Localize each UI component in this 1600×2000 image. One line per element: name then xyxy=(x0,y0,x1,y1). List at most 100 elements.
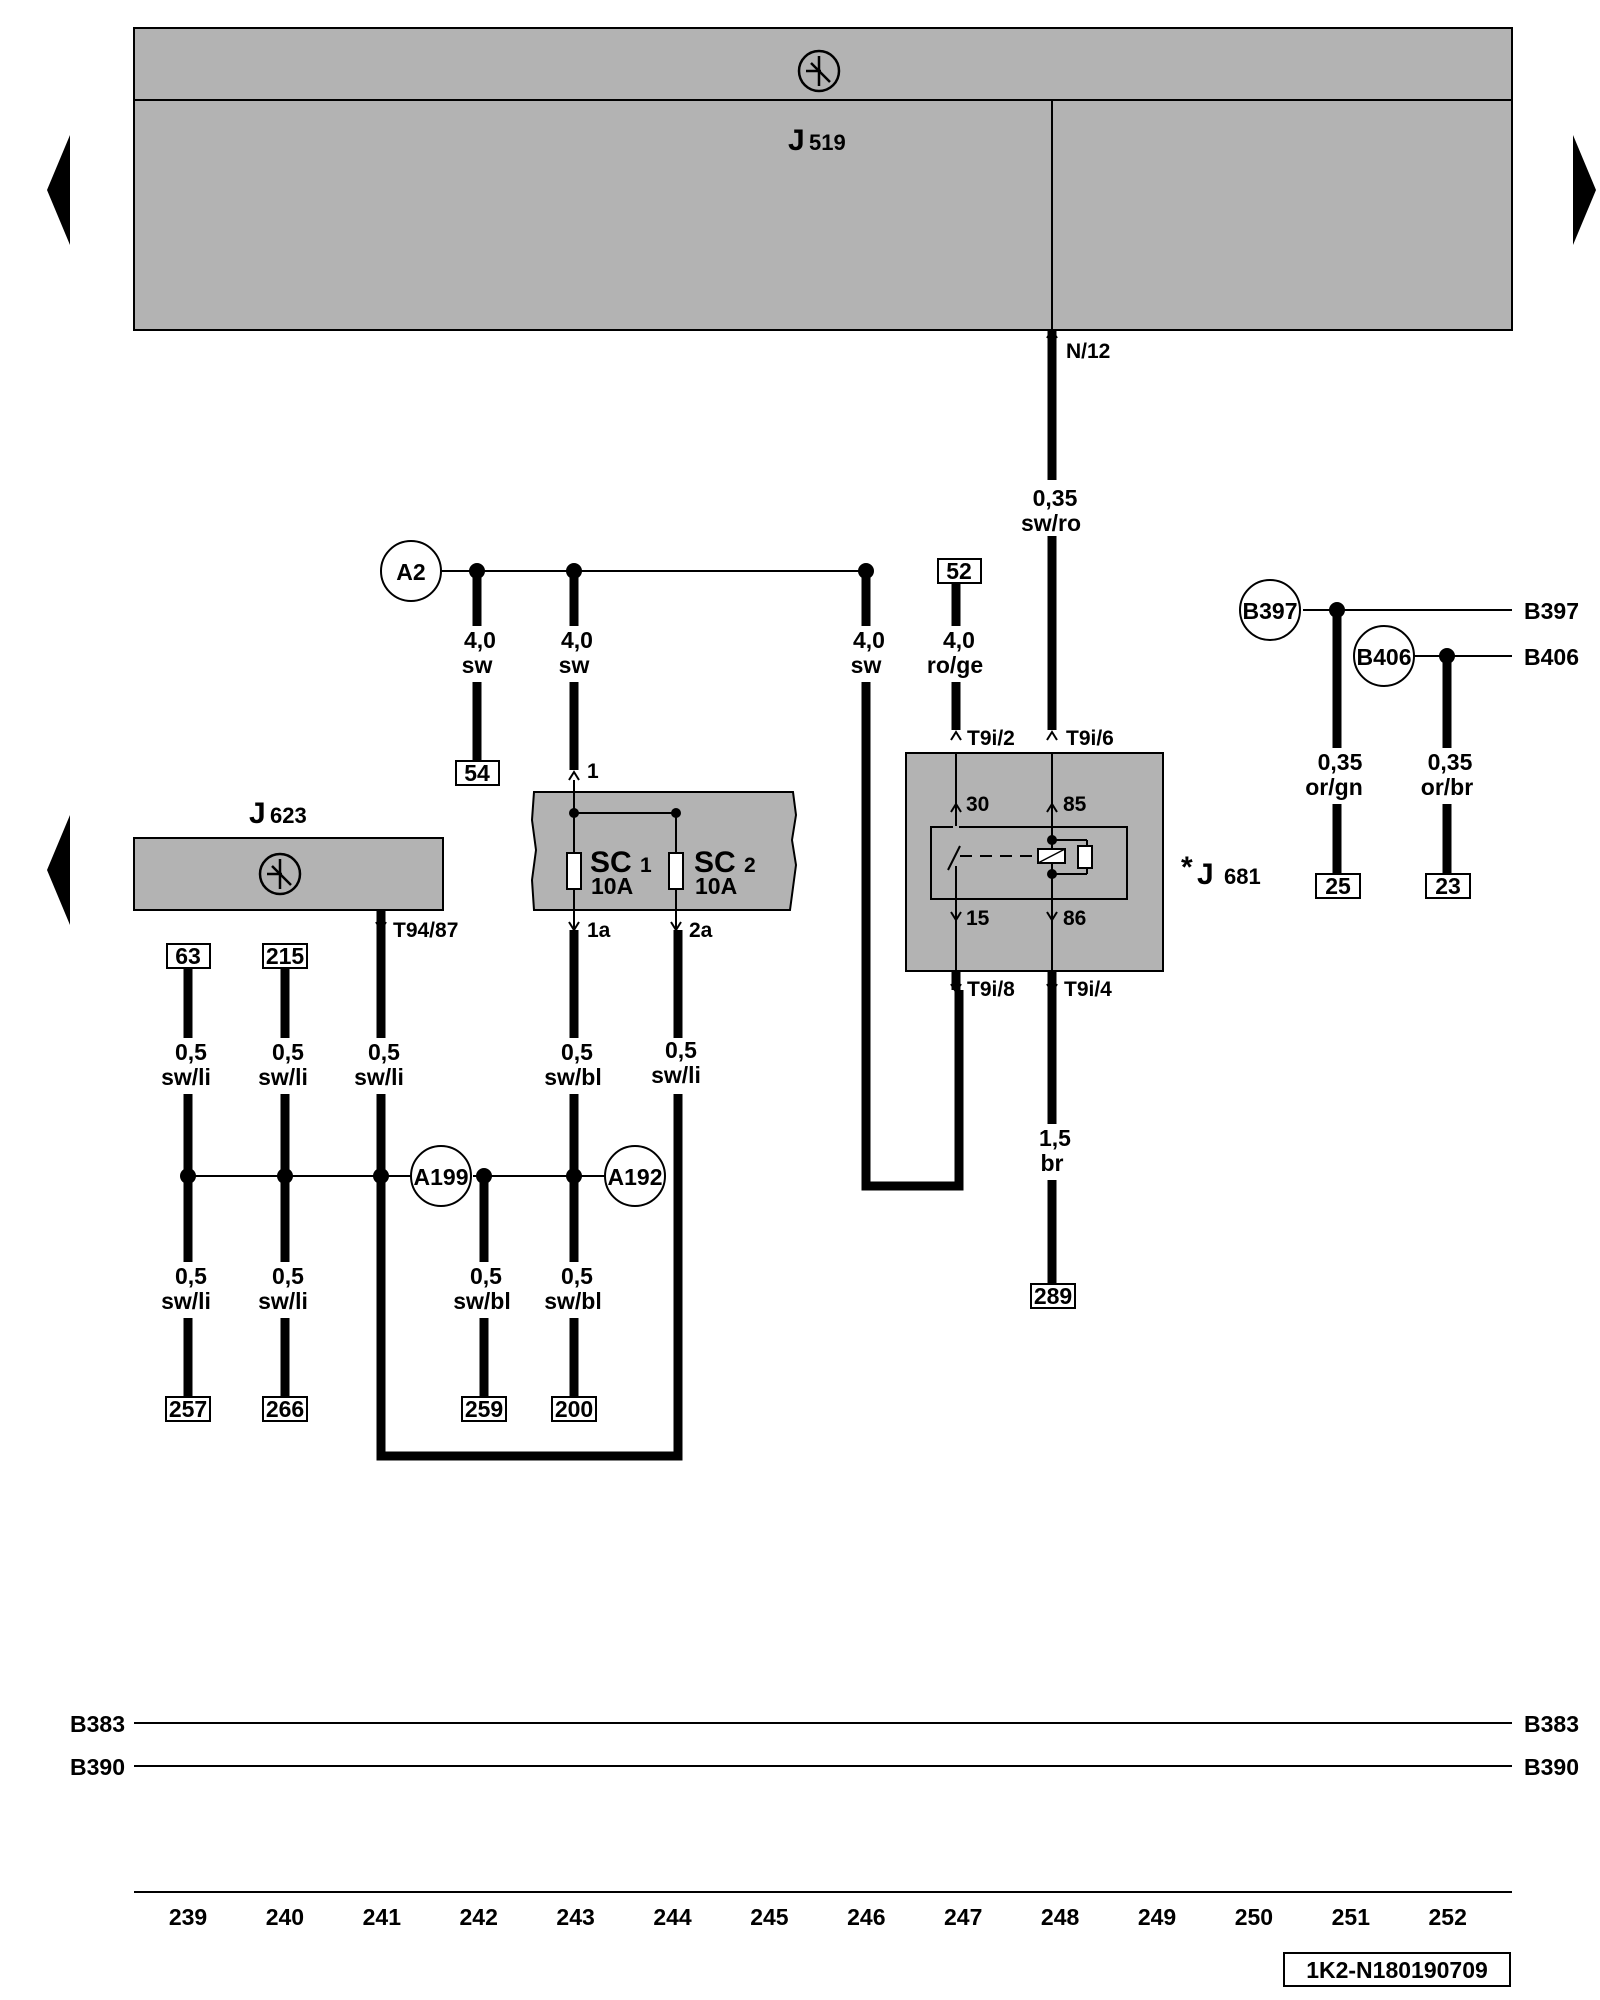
wire-size: 0,35 xyxy=(1318,749,1363,775)
wire-size: 4,0 xyxy=(464,627,496,653)
line-b383-left: B383 xyxy=(70,1711,125,1737)
ref-257: 257 xyxy=(169,1396,207,1422)
wire-color: or/br xyxy=(1421,774,1473,800)
sc2-subscript: 2 xyxy=(744,854,756,877)
ref-23: 23 xyxy=(1435,873,1461,899)
wire-size: 0,35 xyxy=(1428,749,1473,775)
wire-size: 0,35 xyxy=(1033,485,1078,511)
ref-box-257 xyxy=(165,1396,211,1422)
line-b406-label: B406 xyxy=(1524,644,1579,670)
ref-25: 25 xyxy=(1325,873,1351,899)
ref-266: 266 xyxy=(266,1396,304,1422)
sc1-label: SC xyxy=(590,846,632,879)
wire-size: 0,5 xyxy=(272,1263,304,1289)
wire-size: 4,0 xyxy=(943,627,975,653)
track-number: 252 xyxy=(1429,1904,1467,1930)
track-number: 239 xyxy=(169,1904,207,1930)
sc1-subscript: 1 xyxy=(640,854,652,877)
wire-color: or/gn xyxy=(1305,774,1363,800)
line-b390-right: B390 xyxy=(1524,1754,1579,1780)
j623-label: J xyxy=(249,797,266,830)
wire-size: 0,5 xyxy=(368,1039,400,1065)
ref-box-259 xyxy=(461,1396,507,1422)
ref-box-25 xyxy=(1315,873,1361,899)
track-number: 247 xyxy=(944,1904,982,1930)
connector-t9i-2: T9i/2 xyxy=(967,727,1015,750)
wire-color: sw/li xyxy=(161,1064,211,1090)
connector-t94-87: T94/87 xyxy=(393,919,458,942)
ref-box-266 xyxy=(262,1396,308,1422)
junction-a2-label: A2 xyxy=(396,559,425,585)
j681-subscript: 681 xyxy=(1224,864,1261,889)
junction-b406-label: B406 xyxy=(1357,644,1412,670)
ref-259: 259 xyxy=(465,1396,503,1422)
j519-label: J xyxy=(788,124,805,157)
ref-box-23 xyxy=(1425,873,1471,899)
ref-box-200 xyxy=(551,1396,597,1422)
wire-color: sw/bl xyxy=(544,1064,602,1090)
next-page-arrow-icon[interactable] xyxy=(1573,135,1596,245)
j623-subscript: 623 xyxy=(270,803,307,828)
control-unit-icon xyxy=(258,852,302,896)
sc2-label: SC xyxy=(694,846,736,879)
relay-pin-30: 30 xyxy=(966,793,989,816)
doc-id-box xyxy=(1283,1952,1511,1987)
j681-prefix: * xyxy=(1181,851,1193,884)
line-b397-label: B397 xyxy=(1524,598,1579,624)
ref-box-289 xyxy=(1030,1283,1076,1309)
wire-size: 0,5 xyxy=(175,1263,207,1289)
wire-color: sw/li xyxy=(354,1064,404,1090)
connector-t9i-4: T9i/4 xyxy=(1064,978,1112,1001)
sc-connector-1a: 1a xyxy=(587,919,611,942)
wire-size: 0,5 xyxy=(561,1039,593,1065)
connector-t9i-8: T9i/8 xyxy=(967,978,1015,1001)
wire-color: br xyxy=(1041,1150,1064,1176)
wire-color: sw/bl xyxy=(544,1288,602,1314)
j623-control-unit: J 623 xyxy=(133,797,444,911)
track-number: 245 xyxy=(750,1904,789,1930)
connector-t9i-6: T9i/6 xyxy=(1066,727,1114,750)
sc1-rating: 10A xyxy=(591,873,633,899)
wire-size: 0,5 xyxy=(175,1039,207,1065)
track-number: 240 xyxy=(266,1904,304,1930)
control-unit-icon xyxy=(797,49,841,93)
track-number: 242 xyxy=(460,1904,498,1930)
track-number: 248 xyxy=(1041,1904,1080,1930)
ref-289: 289 xyxy=(1034,1283,1072,1309)
sc-connector-1: 1 xyxy=(587,760,599,783)
ref-box-54 xyxy=(455,760,500,786)
j519-subscript: 519 xyxy=(809,130,846,155)
track-number: 249 xyxy=(1138,1904,1176,1930)
wire-color: sw xyxy=(851,652,882,678)
junction-b397-label: B397 xyxy=(1243,598,1298,624)
prev-page-arrow-icon[interactable] xyxy=(47,135,70,245)
wire-color: sw/li xyxy=(651,1062,701,1088)
wire-size: 4,0 xyxy=(853,627,885,653)
track-number: 246 xyxy=(847,1904,885,1930)
sc-connector-2a: 2a xyxy=(689,919,713,942)
j519-control-unit: J 519 xyxy=(133,27,1513,331)
prev-page-arrow-lower-icon[interactable] xyxy=(47,815,70,925)
wire-size: 0,5 xyxy=(665,1037,697,1063)
junction-a192 xyxy=(604,1145,666,1207)
ref-box-52 xyxy=(937,558,982,584)
track-number: 251 xyxy=(1332,1904,1371,1930)
junction-a192-label: A192 xyxy=(608,1164,663,1190)
relay-pin-86: 86 xyxy=(1063,907,1086,930)
track-number: 243 xyxy=(556,1904,594,1930)
wire-color: sw/li xyxy=(258,1064,308,1090)
ref-63: 63 xyxy=(175,943,201,969)
wire-color: sw/ro xyxy=(1021,510,1081,536)
wire-size: 0,5 xyxy=(272,1039,304,1065)
sc-fuse-holder: SC 1 10A SC 2 10A xyxy=(530,780,798,930)
j681-relay: 30 85 15 86 xyxy=(905,752,1164,972)
wire-color: ro/ge xyxy=(927,652,983,678)
doc-id: 1K2-N180190709 xyxy=(1306,1957,1488,1983)
track-number: 241 xyxy=(363,1904,402,1930)
j681-label: J xyxy=(1197,858,1214,891)
wire-color: sw xyxy=(559,652,590,678)
ref-215: 215 xyxy=(266,943,305,969)
line-b390-left: B390 xyxy=(70,1754,125,1780)
